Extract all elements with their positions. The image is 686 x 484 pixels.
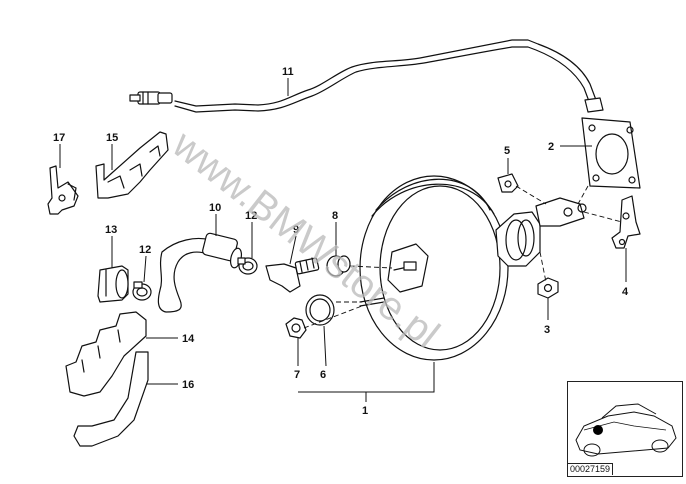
- bracket-17: [47, 165, 79, 215]
- callout-11: 11: [282, 66, 294, 78]
- callout-7: 7: [294, 369, 300, 381]
- vacuum-hose-line: [129, 39, 604, 113]
- nut-5: [497, 173, 519, 193]
- bracket-4: [611, 195, 641, 249]
- callout-9: 9: [293, 224, 299, 236]
- brake-servo-1: [359, 175, 587, 361]
- callout-6: 6: [320, 369, 326, 381]
- hose-clamp-12-middle: [237, 257, 258, 275]
- callout-16: 16: [182, 379, 194, 391]
- callout-5: 5: [504, 145, 510, 157]
- callout-14: 14: [182, 333, 195, 345]
- callout-10: 10: [209, 202, 221, 214]
- assembly-lines: [303, 185, 623, 329]
- callout-3: 3: [544, 324, 550, 336]
- callout-12-middle: 12: [245, 210, 257, 222]
- callout-labels: 11 17 15 10 12 9 8 13 12 14 16 5 2 4 3 7…: [53, 66, 629, 417]
- grommet-13: [97, 265, 129, 303]
- leader-lines: [59, 78, 627, 402]
- o-ring-6: [305, 294, 335, 326]
- callout-13: 13: [105, 224, 117, 236]
- nut-7: [285, 317, 307, 339]
- cover-16: [73, 351, 149, 447]
- nut-3: [537, 277, 559, 299]
- callout-8: 8: [332, 210, 338, 222]
- hose-clamp-12-left: [132, 281, 152, 301]
- vacuum-hose-10: [157, 232, 243, 313]
- callout-4: 4: [622, 286, 629, 298]
- car-outline-icon: [575, 403, 677, 457]
- callout-2: 2: [548, 141, 554, 153]
- bracket-15: [95, 131, 169, 199]
- callout-12-left: 12: [139, 244, 151, 256]
- carrier-14: [65, 311, 147, 397]
- callout-1: 1: [362, 405, 368, 417]
- callout-17: 17: [53, 132, 65, 144]
- catalog-number: 00027159: [568, 463, 614, 475]
- callout-15: 15: [106, 132, 118, 144]
- vehicle-locator-inset: [567, 381, 683, 477]
- check-valve-9: [265, 257, 320, 293]
- gasket-2: [581, 117, 641, 189]
